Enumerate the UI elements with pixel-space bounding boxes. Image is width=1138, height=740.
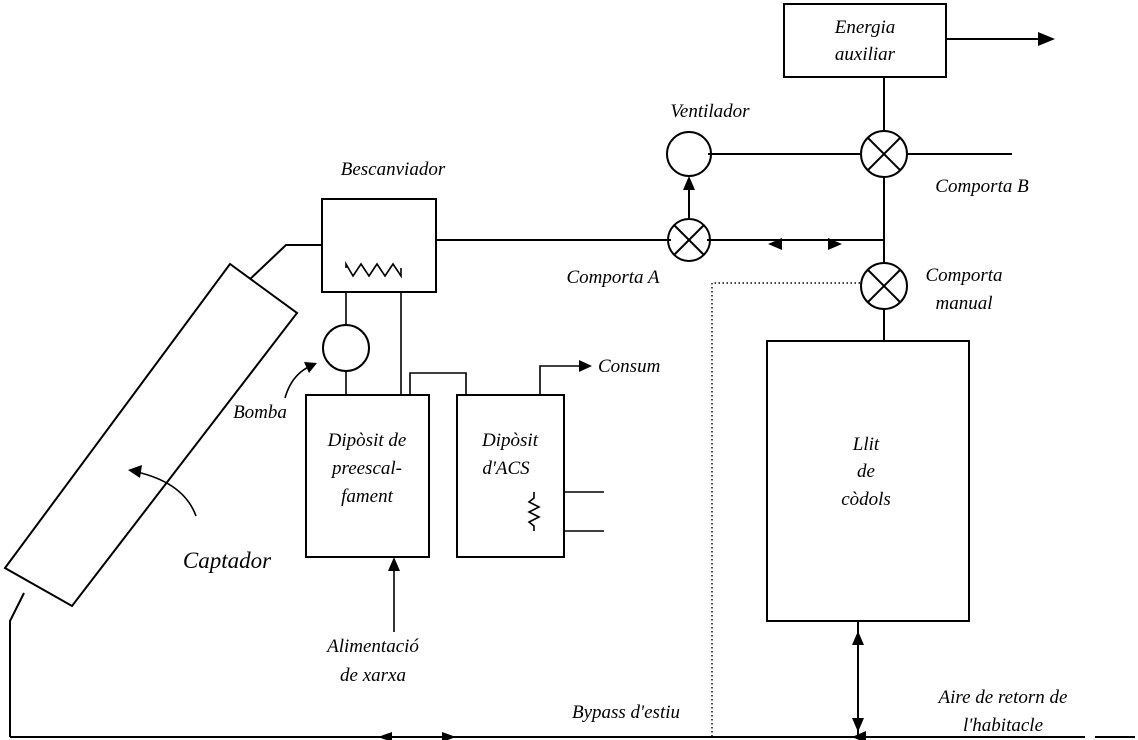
- llit-label-3: còdols: [841, 489, 891, 510]
- diposit-preescalfament-box: [305, 394, 430, 558]
- bed-up-arrow: [852, 631, 864, 645]
- aire-retorn-label-2: l'habitacle: [963, 715, 1043, 736]
- ventilador-label: Ventilador: [670, 101, 750, 122]
- consum-arrow: [579, 360, 592, 372]
- ventilador-up-arrow: [683, 176, 695, 190]
- alimentacio-arrow: [388, 557, 400, 571]
- llit-label-2: de: [857, 461, 875, 482]
- comporta-b-label: Comporta B: [935, 176, 1029, 197]
- bypass-label: Bypass d'estiu: [572, 702, 680, 723]
- diposit-acs-label-1: Dipòsit: [481, 430, 539, 451]
- diposit-acs-label-2: d'ACS: [482, 458, 530, 479]
- ventilador-circle: [666, 131, 712, 177]
- captador-flow-head: [128, 465, 142, 478]
- bottom-arrow-right: [442, 732, 456, 740]
- comporta-manual-label-2: manual: [936, 293, 993, 314]
- bottom-arrow-left: [378, 732, 392, 740]
- energia-auxiliar-box: [783, 3, 947, 78]
- comporta-b-damper: [860, 130, 908, 178]
- captador-panel: [3, 262, 299, 608]
- duct-arrow-right: [828, 238, 842, 250]
- bomba-label: Bomba: [233, 402, 287, 423]
- energia-output-arrow: [1038, 32, 1055, 46]
- diposit-pre-label-2: preescal-: [330, 458, 402, 479]
- collector-return-pipe: [9, 592, 25, 737]
- captador-label: Captador: [183, 548, 272, 573]
- bed-down-arrow: [852, 718, 864, 732]
- diposit-acs-box: [456, 394, 565, 558]
- bescanviador-box: [321, 198, 437, 293]
- aire-retorn-label-1: Aire de retorn de: [937, 687, 1068, 708]
- bomba-circle: [322, 324, 370, 372]
- comporta-a-damper: [667, 218, 711, 262]
- captador-flow-curve: [136, 471, 197, 517]
- alimentacio-label-1: Alimentació: [325, 636, 419, 657]
- duct-arrow-left: [768, 238, 782, 250]
- collector-supply-pipe: [246, 244, 322, 283]
- pebble-bed-box: [766, 340, 970, 622]
- consum-pipe: [539, 365, 580, 395]
- aire-retorn-arrow: [852, 731, 866, 740]
- diposit-pre-label-1: Dipòsit de: [327, 430, 407, 451]
- energia-label-1: Energia: [834, 17, 896, 38]
- alimentacio-label-2: de xarxa: [340, 665, 406, 686]
- bypass-dotted-line: [711, 282, 860, 737]
- acs-heater-coil: [527, 492, 541, 531]
- llit-label-1: Llit: [852, 434, 880, 455]
- bomba-pointer-head: [304, 362, 317, 373]
- comporta-manual-damper: [860, 262, 908, 310]
- comporta-manual-label-1: Comporta: [925, 265, 1002, 286]
- consum-label: Consum: [598, 356, 660, 377]
- bescanviador-label: Bescanviador: [341, 159, 446, 180]
- energia-label-2: auxiliar: [835, 44, 896, 65]
- diposit-pre-label-3: fament: [341, 486, 393, 507]
- comporta-a-label: Comporta A: [566, 267, 659, 288]
- exchanger-coil: [345, 261, 402, 279]
